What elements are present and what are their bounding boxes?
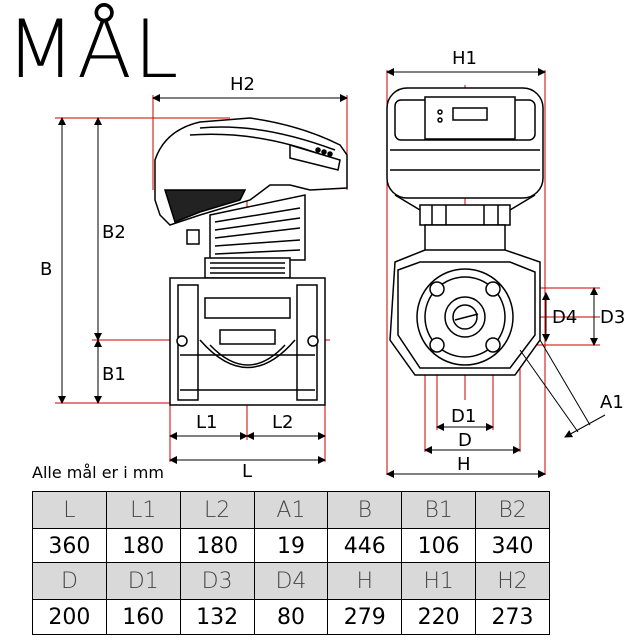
table-cell: 360 — [32, 528, 107, 564]
table-header-row: L L1 L2 A1 B B1 B2 — [32, 491, 550, 529]
table-cell: 160 — [105, 599, 181, 635]
table-header-cell: B1 — [401, 491, 477, 529]
dimensions-table-2: D D1 D3 D4 H H1 H2 200 160 132 80 279 22… — [32, 562, 550, 635]
table-cell: 200 — [32, 599, 107, 635]
table-cell: 220 — [401, 599, 477, 635]
table-row: 200 160 132 80 279 220 273 — [32, 599, 550, 635]
table-header-cell: L1 — [105, 491, 181, 529]
table-header-cell: H2 — [475, 562, 550, 600]
front-view — [386, 70, 600, 475]
table-cell: 340 — [475, 528, 550, 564]
table-header-cell: B — [327, 491, 403, 529]
label-B2: B2 — [102, 222, 126, 243]
label-D3: D3 — [600, 307, 625, 328]
table-cell: 132 — [179, 599, 255, 635]
table-header-cell: B2 — [475, 491, 550, 529]
label-L1: L1 — [196, 412, 217, 433]
table-cell: 273 — [475, 599, 550, 635]
table-header-cell: A1 — [253, 491, 329, 529]
label-L: L — [242, 461, 252, 480]
table-cell: 180 — [179, 528, 255, 564]
label-H1: H1 — [452, 48, 477, 69]
units-caption: Alle mål er i mm — [32, 463, 164, 482]
table-cell: 180 — [105, 528, 181, 564]
label-A1: A1 — [600, 392, 624, 413]
table-header-cell: D1 — [105, 562, 181, 600]
table-header-cell: D4 — [253, 562, 329, 600]
table-cell: 19 — [253, 528, 329, 564]
table-header-cell: H — [327, 562, 403, 600]
label-D4: D4 — [552, 307, 577, 328]
table-header-cell: H1 — [401, 562, 477, 600]
table-cell: 279 — [327, 599, 403, 635]
table-row: 360 180 180 19 446 106 340 — [32, 528, 550, 564]
label-D1: D1 — [451, 406, 476, 427]
table-header-cell: L — [32, 491, 107, 529]
label-H2: H2 — [230, 74, 255, 95]
label-D: D — [458, 430, 472, 451]
side-view — [55, 95, 348, 462]
table-header-cell: D3 — [179, 562, 255, 600]
table-header-cell: D — [32, 562, 107, 600]
label-B1: B1 — [102, 364, 126, 385]
table-cell: 106 — [401, 528, 477, 564]
dimensions-table-1: L L1 L2 A1 B B1 B2 360 180 180 19 446 10… — [32, 491, 550, 564]
label-H: H — [457, 454, 471, 475]
page-title: MÅL — [6, 3, 181, 96]
label-B: B — [40, 259, 52, 280]
table-cell: 80 — [253, 599, 329, 635]
technical-drawing: H2 B B2 B1 L1 L2 L — [40, 48, 625, 480]
label-L2: L2 — [272, 412, 293, 433]
table-header-cell: L2 — [179, 491, 255, 529]
table-header-row: D D1 D3 D4 H H1 H2 — [32, 562, 550, 600]
table-cell: 446 — [327, 528, 403, 564]
